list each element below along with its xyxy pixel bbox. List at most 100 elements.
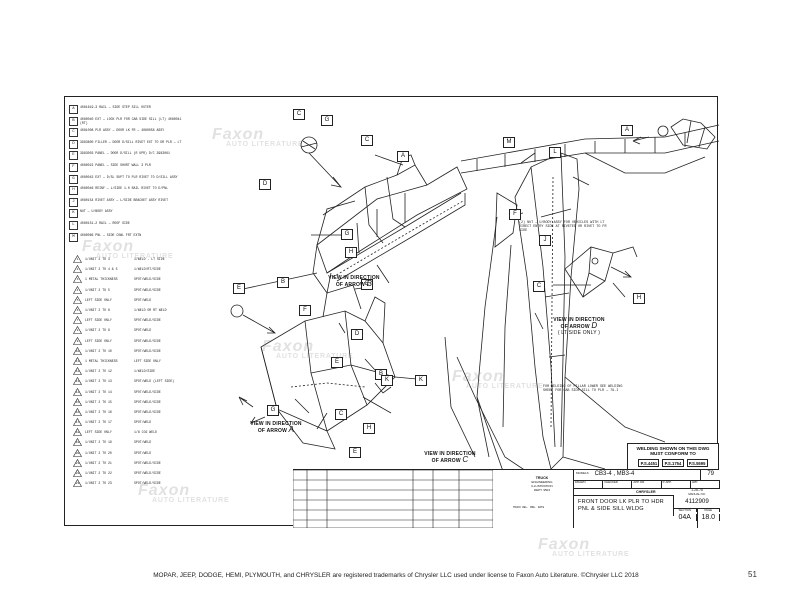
manual-number-cell: 1-28-78 MANUAL NO. 4112909 [674, 488, 720, 509]
triangle-icon [73, 275, 82, 284]
weld-number-triangle: 21 [73, 458, 82, 467]
parts-list-key: J [69, 197, 78, 207]
weld-list-location: 1/UNIT 2 TO 12 [85, 369, 112, 374]
weld-number: 13 [75, 380, 80, 384]
weld-number-triangle: 11 [73, 356, 82, 365]
callout-g-upper: G [321, 115, 333, 126]
weld-number-triangle: 20 [73, 448, 82, 457]
parts-list-key: L [69, 220, 78, 230]
weld-number: 23 [75, 482, 80, 486]
weld-number: 9 [76, 339, 79, 343]
view-a-letter: A [288, 425, 295, 434]
illustration-label: TRUCK ENGINEERING ILLUSTRATION DEPT. 950… [513, 476, 571, 492]
weld-list-location: 1/UNIT 2 TO 6 [85, 308, 110, 313]
view-b-label: VIEW IN DIRECTION OF ARROW B [319, 275, 389, 288]
watermark-brand: Faxon [538, 536, 591, 553]
triangle-icon [73, 377, 82, 386]
callout-e-upper: E [361, 279, 373, 290]
callout-k-lower: K [381, 375, 393, 386]
weld-number-triangle: 1 [73, 255, 82, 263]
parts-list-text: 4080046 REINF — L/SIDE 1.0 RAIL RIVET TO… [80, 186, 168, 191]
weld-list-location: LEFT SIDE ONLY [85, 338, 112, 343]
view-c-line1: VIEW IN DIRECTION [424, 451, 476, 457]
triangle-icon [73, 295, 82, 304]
approval-cell: P. APP. [662, 480, 691, 488]
callout-f-right: F [509, 209, 521, 220]
weld-number-triangle: 16 [73, 407, 82, 416]
drawing-art [230, 118, 719, 490]
weld-list-location: LEFT SIDE ONLY [85, 318, 112, 323]
weld-list-type: SPOT/WELD/SIDE [134, 389, 161, 394]
view-d-line1: VIEW IN DIRECTION [553, 317, 605, 323]
view-d-label: VIEW IN DIRECTION OF ARROW D ( LT SIDE O… [539, 317, 619, 336]
weld-list-type: SPOT/WELD (LEFT SIDE) [134, 379, 175, 384]
triangle-icon [73, 458, 82, 467]
weld-number: 16 [75, 410, 80, 414]
callout-a-upper: A [397, 151, 409, 162]
weld-list-type: 1/WELD - LT SIDE [134, 257, 165, 262]
weld-spec-2: P.S.1754 [662, 459, 684, 467]
callout-e-lower: E [331, 357, 343, 368]
callout-k-right: K [415, 375, 427, 386]
approval-cell: CHECKED [603, 480, 633, 488]
parts-list-key: E [69, 151, 78, 161]
callout-g-lower: G [267, 405, 279, 416]
weld-list-location: LEFT SIDE ONLY [85, 430, 112, 435]
weld-number-triangle: 22 [73, 469, 82, 477]
models-label: MODELS [576, 470, 589, 475]
callout-c-upper-2: C [361, 135, 373, 146]
view-b-letter: B [366, 279, 373, 288]
title-block: TRUCK ENGINEERING ILLUSTRATION DEPT. 950… [293, 469, 721, 528]
triangle-icon [73, 448, 82, 457]
callout-c-lower: C [335, 409, 347, 420]
callout-f-lower: F [299, 305, 311, 316]
callout-j: J [539, 235, 551, 246]
chrysler-text: CHRYSLER [636, 490, 656, 494]
weld-number-triangle: 7 [73, 316, 82, 325]
weld-list-type: 1/WELD OR RT WELD [134, 308, 167, 313]
note-upper-right: (2) NUT — U/BODY ASSY FOR VEHICLES WITH … [519, 221, 607, 234]
drawing-date: 1-28-78 [691, 488, 703, 492]
welding-standard-box: WELDING SHOWN ON THIS DWG MUST CONFORM T… [627, 443, 719, 471]
chrysler-logo: CHRYSLER [574, 488, 674, 496]
triangle-icon [73, 367, 82, 375]
models-value: CB3-4 , MB3-4 [594, 471, 635, 477]
parts-list-key: A [69, 105, 78, 114]
weld-list-type: LEFT SIDE ONLY [134, 358, 161, 363]
view-d-note: ( LT SIDE ONLY ) [557, 330, 601, 336]
roof-side-rail [460, 124, 719, 174]
weld-list-type: SPOT/WELD/SIDE [134, 481, 161, 486]
model-year: 79 [700, 470, 720, 480]
view-a-label: VIEW IN DIRECTION OF ARROW A [241, 421, 311, 434]
weld-number-triangle: 19 [73, 438, 82, 447]
callout-d-upper: D [259, 179, 271, 190]
triangle-icon [73, 265, 82, 274]
weld-list-location: 1/UNIT 2 TO 19 [85, 440, 112, 445]
weld-list-location: LEFT SIDE ONLY [85, 297, 112, 302]
bracket-detail [564, 246, 614, 298]
truck-rel-row: TRUCK REL. PRE. DATE [513, 506, 545, 509]
parts-list-text: 4080154 RIVET ASSY — L/SIDE BRACKET ASSY… [80, 197, 168, 202]
weld-number: 4 [76, 288, 79, 292]
weld-number: 2 [76, 268, 79, 272]
weld-number-triangle: 17 [73, 418, 82, 426]
callout-h-upper: H [345, 247, 357, 258]
